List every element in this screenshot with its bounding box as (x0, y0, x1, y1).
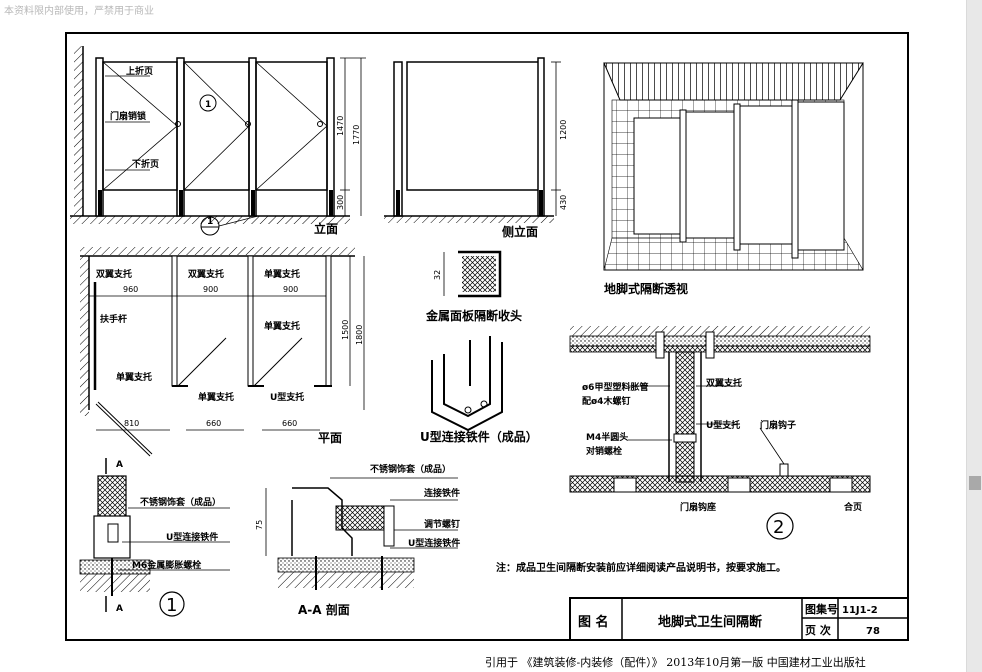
elevation-callout-top: 1 (205, 100, 211, 110)
caption-plan: 平面 (318, 431, 342, 445)
plan-view: 960 900 900 810 660 660 1500 1800 双翼支托 双… (80, 247, 365, 457)
label-plan-u-bracket: U型支托 (270, 391, 304, 403)
label-plan-double-2: 双翼支托 (188, 268, 224, 280)
section-aa-view: 75 不锈钢饰套（成品） 连接铁件 调节螺钉 U型连接铁件 A-A 剖面 (255, 463, 460, 617)
label-d2-door-base: 门扇钩座 (680, 501, 716, 513)
detail-2-view: ø6甲型塑料胀管 配ø4木螺钉 双翼支托 M4半圆头 对销螺栓 U型支托 门扇钩… (569, 326, 871, 540)
atlas-label: 图集号 (805, 602, 838, 616)
detail-1-callout: 1 (166, 595, 177, 616)
label-aa-connector: 连接铁件 (424, 487, 460, 499)
label-plan-single-bottom: 单翼支托 (198, 391, 234, 403)
dim-960: 960 (123, 285, 138, 294)
page-label: 页 次 (805, 623, 831, 637)
u-connector-view: U型连接铁件（成品） (420, 336, 538, 444)
elevation-callout-bottom: 1 (207, 217, 213, 227)
dim-1500: 1500 (341, 320, 350, 340)
label-aa-sleeve: 不锈钢饰套（成品） (370, 463, 451, 475)
watermark-text: 本资料限内部使用，严禁用于商业 (4, 6, 154, 17)
label-door-lock: 门扇销锁 (110, 110, 146, 122)
title-name: 地脚式卫生间隔断 (658, 614, 762, 630)
detail-2-callout: 2 (773, 517, 784, 538)
label-d2-u-bracket: U型支托 (706, 419, 740, 431)
label-d2-double-bracket: 双翼支托 (706, 377, 742, 389)
dim-32: 32 (433, 270, 442, 280)
dim-1470: 1470 (336, 116, 345, 136)
dim-900-b: 900 (283, 285, 298, 294)
dim-810: 810 (124, 419, 139, 428)
caption-edge-finish: 金属面板隔断收头 (425, 308, 522, 323)
side-elevation-view: 1200 430 侧立面 (384, 57, 568, 239)
dim-660-b: 660 (282, 419, 297, 428)
dim-430: 430 (559, 195, 568, 210)
label-d2-bolt: M4半圆头 (586, 431, 628, 443)
dim-1800: 1800 (355, 325, 364, 345)
caption-elevation: 立面 (314, 221, 338, 236)
label-plan-single-left: 单翼支托 (116, 371, 152, 383)
label-aa-adjust: 调节螺钉 (424, 518, 460, 530)
label-handrail: 扶手杆 (100, 313, 127, 325)
caption-u-connector: U型连接铁件（成品） (420, 429, 538, 444)
caption-side-elevation: 侧立面 (502, 224, 538, 239)
dim-75: 75 (255, 520, 264, 530)
edge-finish-view: 32 金属面板隔断收头 (425, 250, 522, 323)
label-aa-u-iron: U型连接铁件 (408, 537, 460, 549)
perspective-view: 地脚式隔断透视 (603, 62, 864, 296)
label-d2-screw: 配ø4木螺钉 (582, 395, 630, 407)
title-name-label: 图 名 (578, 614, 609, 630)
scrollbar-thumb[interactable] (969, 476, 981, 490)
label-d2-door-hook: 门扇钩子 (760, 419, 796, 431)
label-d1-u-iron: U型连接铁件 (166, 531, 218, 543)
frame-border (65, 32, 909, 641)
label-d2-tube: ø6甲型塑料胀管 (582, 381, 648, 393)
installation-note: 注：成品卫生间隔断安装前应详细阅读产品说明书，按要求施工。 (496, 561, 786, 574)
caption-perspective: 地脚式隔断透视 (604, 281, 688, 296)
label-d2-hinge: 合页 (844, 501, 862, 513)
dim-1770: 1770 (352, 125, 361, 145)
dim-900-a: 900 (203, 285, 218, 294)
label-d1-sleeve: 不锈钢饰套（成品） (140, 496, 221, 508)
label-plan-double-1: 双翼支托 (96, 268, 132, 280)
citation-footer: 引用于 《建筑装修-内装修（配件）》 2013年10月第一版 中国建材工业出版社 (485, 656, 866, 669)
label-d2-bolt2: 对销螺栓 (586, 445, 622, 457)
dim-300: 300 (336, 195, 345, 210)
page-number: 78 (866, 626, 880, 637)
caption-section-aa: A-A 剖面 (298, 602, 350, 617)
label-plan-single-mid: 单翼支托 (264, 320, 300, 332)
elevation-view: 上折页 门扇销锁 下折页 1 1 1470 1770 300 立面 (70, 46, 366, 236)
label-plan-single-top: 单翼支托 (264, 268, 300, 280)
label-upper-hinge: 上折页 (126, 65, 153, 77)
atlas-number: 11J1-2 (842, 605, 878, 616)
section-mark-a-top: A (116, 460, 123, 470)
dim-660-a: 660 (206, 419, 221, 428)
label-lower-hinge: 下折页 (132, 158, 159, 170)
label-d1-bolt: M6金属膨胀螺栓 (132, 559, 201, 571)
section-mark-a-bottom: A (116, 604, 123, 614)
detail-1-view: A A 不锈钢饰套（成品） U型连接铁件 M6金属膨胀螺栓 1 (79, 458, 230, 617)
vertical-scrollbar[interactable] (966, 0, 982, 672)
dim-1200: 1200 (559, 120, 568, 140)
title-block: 图 名 地脚式卫生间隔断 图集号 11J1-2 页 次 78 (569, 597, 909, 641)
